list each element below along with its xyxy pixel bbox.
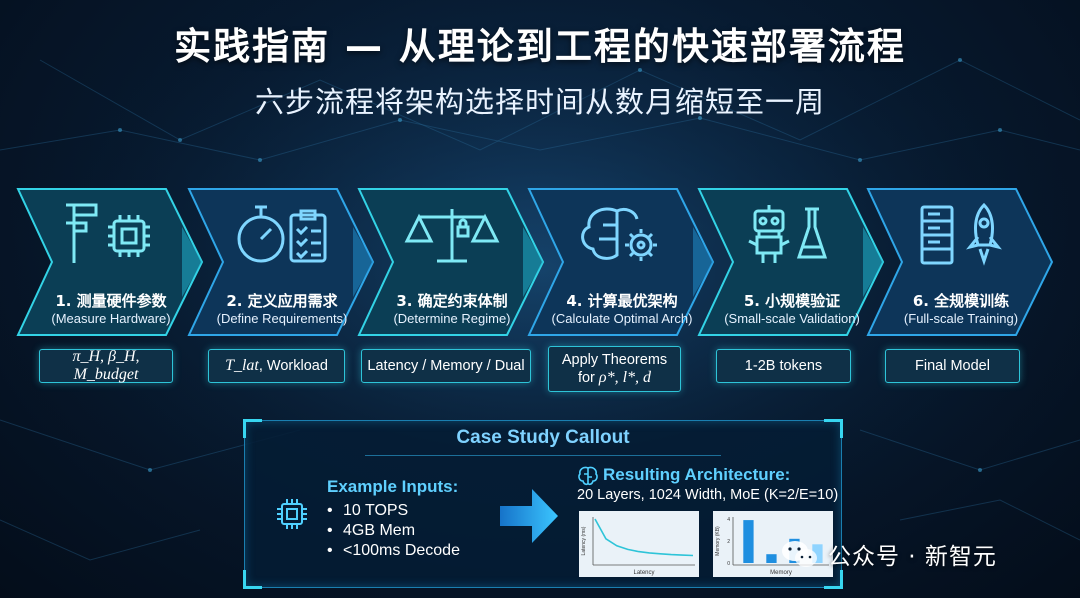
step-label: 3. 确定约束体制	[396, 292, 508, 310]
output-formula: ρ*, l*, d	[598, 368, 652, 386]
step-4-output: Apply Theorems for ρ*, l*, d	[548, 346, 681, 392]
step-sublabel: (Small-scale Validation)	[724, 311, 860, 326]
y-tick-label: 2	[727, 539, 730, 545]
step-6-output: Final Model	[885, 349, 1020, 383]
step-sublabel: (Define Requirements)	[216, 311, 348, 326]
memory-bar	[766, 554, 777, 563]
step-sublabel: (Determine Regime)	[393, 311, 511, 326]
page-subtitle: 六步流程将架构选择时间从数月缩短至一周	[254, 85, 825, 119]
list-item: •4GB Mem	[327, 522, 416, 539]
server-rocket-icon	[920, 202, 1002, 266]
chevron-shape	[16, 188, 204, 336]
step-label: 6. 全规模训练	[912, 292, 1010, 310]
step-1: 1. 测量硬件参数 (Measure Hardware)	[16, 187, 206, 337]
robot-flask-icon	[748, 205, 828, 263]
output-text: , Workload	[258, 358, 328, 374]
page-title: 实践指南 — 从理论到工程的快速部署流程	[174, 25, 906, 68]
step-6: 6. 全规模训练 (Full-scale Training)	[866, 187, 1056, 337]
panel-corner	[243, 570, 262, 589]
list-item: •<100ms Decode	[327, 542, 460, 559]
memory-chart: Memory (KB) Memory 0 2 4	[713, 511, 833, 577]
case-study-title: Case Study Callout	[456, 427, 630, 448]
result-title: Resulting Architecture:	[603, 465, 791, 484]
case-study-panel: Case Study Callout Example Inputs: •10 T…	[243, 419, 843, 589]
step-sublabel: (Calculate Optimal Arch)	[551, 311, 693, 326]
step-5-output: 1-2B tokens	[716, 349, 851, 383]
x-axis-label: Latency	[633, 570, 654, 576]
chevron-shape	[187, 188, 375, 336]
x-axis-label: Memory	[770, 570, 792, 576]
balance-scale-icon	[404, 209, 500, 263]
chip-icon	[277, 499, 307, 529]
step-3-output: Latency / Memory / Dual	[361, 349, 531, 383]
output-prefix: for	[577, 369, 599, 386]
chevron-shape	[697, 188, 885, 336]
y-tick-label: 0	[727, 561, 730, 567]
step-1-output: π_H, β_H, M_budget	[39, 348, 173, 383]
result-detail: 20 Layers, 1024 Width, MoE (K=2/E=10)	[577, 487, 839, 503]
y-tick-label: 4	[727, 517, 730, 523]
step-4: 4. 计算最优架构 (Calculate Optimal Arch)	[527, 187, 717, 337]
wechat-icon	[782, 541, 817, 567]
caliper-and-chip-icon	[66, 203, 150, 263]
output-line-1: Apply Theorems	[561, 351, 668, 368]
divider	[365, 455, 721, 456]
input-value: <100ms Decode	[343, 542, 460, 559]
watermark: 公众号 · 新智元	[780, 534, 997, 574]
step-3: 3. 确定约束体制 (Determine Regime)	[357, 187, 547, 337]
step-2: 2. 定义应用需求 (Define Requirements)	[187, 187, 377, 337]
step-sublabel: (Full-scale Training)	[903, 311, 1019, 326]
step-label: 5. 小规模验证	[743, 292, 841, 310]
step-5: 5. 小规模验证 (Small-scale Validation)	[697, 187, 887, 337]
output-formula: π_H, β_H, M_budget	[72, 348, 140, 383]
y-axis-label: Latency (ms)	[581, 526, 587, 555]
input-value: 4GB Mem	[343, 522, 416, 539]
brain-gear-icon	[581, 207, 657, 261]
inputs-title: Example Inputs:	[327, 477, 459, 496]
step-sublabel: (Measure Hardware)	[51, 311, 171, 326]
input-value: 10 TOPS	[343, 502, 409, 519]
step-label: 4. 计算最优架构	[566, 292, 678, 310]
panel-corner	[243, 419, 262, 438]
step-label: 1. 测量硬件参数	[55, 292, 167, 310]
watermark-text: 公众号 · 新智元	[828, 544, 997, 570]
list-item: •10 TOPS	[327, 502, 409, 519]
chevron-shape	[866, 188, 1054, 336]
latency-chart: Latency (ms) Latency	[579, 511, 699, 577]
y-axis-label: Memory (KB)	[715, 526, 721, 556]
output-formula: T_lat	[225, 357, 259, 374]
stopwatch-and-clipboard-icon	[237, 205, 327, 263]
arrow-right-icon	[500, 489, 558, 543]
latency-series-line	[594, 518, 694, 557]
chevron-shape	[527, 188, 715, 336]
inputs-list: •10 TOPS •4GB Mem •<100ms Decode	[327, 501, 460, 561]
step-2-output: T_lat, Workload	[208, 349, 345, 383]
panel-corner	[824, 570, 843, 589]
panel-corner	[824, 419, 843, 438]
step-label: 2. 定义应用需求	[226, 292, 338, 310]
brain-icon	[578, 466, 598, 486]
memory-bar	[812, 544, 823, 563]
memory-bar	[743, 520, 754, 563]
